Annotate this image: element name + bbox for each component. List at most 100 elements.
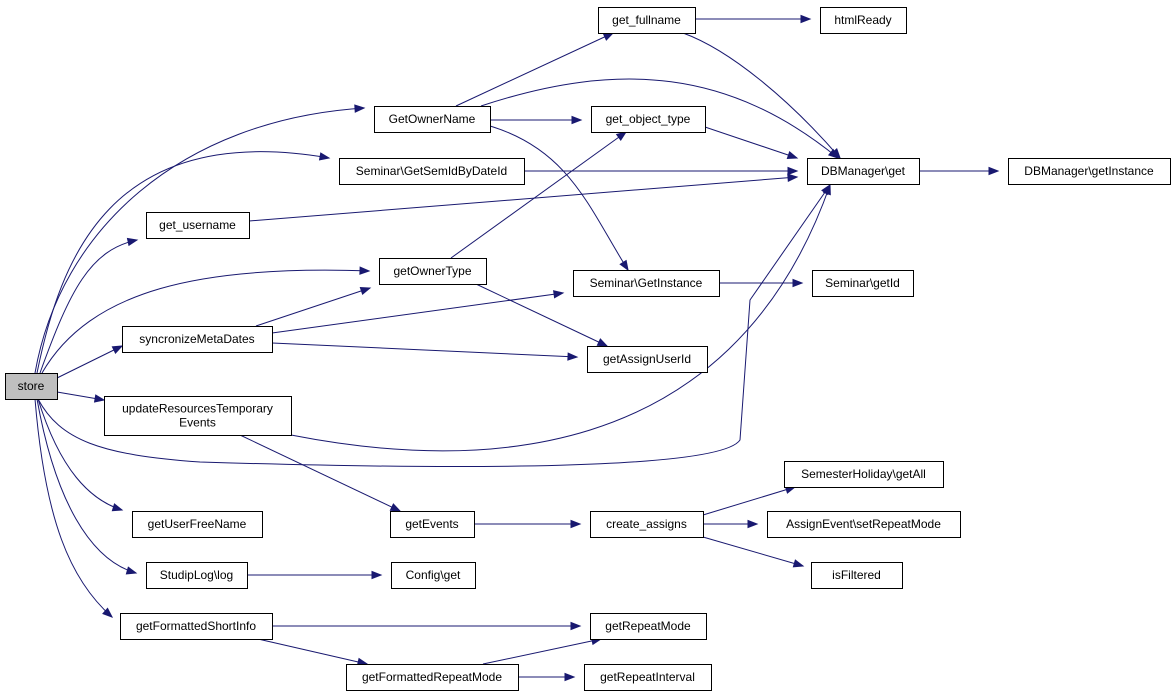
edge-syncmeta-to-getownertype xyxy=(255,286,372,327)
arrowhead xyxy=(570,621,582,631)
node-label: syncronizeMetaDates xyxy=(139,332,254,346)
node-box xyxy=(5,373,58,400)
node-htmlready[interactable]: htmlReady xyxy=(820,7,907,34)
arrowhead xyxy=(747,519,759,529)
arrowhead xyxy=(792,559,805,568)
edge-line xyxy=(702,536,804,567)
node-label: StudipLog\log xyxy=(160,568,233,582)
edge-syncmeta-to-getassign xyxy=(271,342,579,361)
node-studiplog[interactable]: StudipLog\log xyxy=(146,562,248,589)
edge-getformshort-to-getformrepeat xyxy=(257,638,369,667)
node-box xyxy=(132,511,263,538)
node-getevents[interactable]: getEvents xyxy=(390,511,475,538)
edge-getownername-to-get_fullname xyxy=(455,32,615,107)
node-getassign[interactable]: getAssignUserId xyxy=(587,346,708,373)
edge-line xyxy=(239,434,401,512)
node-label: getUserFreeName xyxy=(148,517,247,531)
node-configget[interactable]: Config\get xyxy=(391,562,476,589)
node-box xyxy=(811,562,903,589)
edge-getformshort-to-getrepeatmode xyxy=(272,621,582,631)
node-get_username[interactable]: get_username xyxy=(146,212,250,239)
edge-line xyxy=(34,398,113,618)
node-box xyxy=(104,396,292,436)
node-semhol[interactable]: SemesterHoliday\getAll xyxy=(784,461,944,488)
node-get_object_type[interactable]: get_object_type xyxy=(591,106,706,133)
node-box xyxy=(379,258,487,285)
node-label: Seminar\getId xyxy=(825,276,900,290)
edge-createassigns-to-semhol xyxy=(702,485,797,516)
node-store[interactable]: store xyxy=(5,373,58,400)
edge-getformrepeat-to-getrepeatmode xyxy=(482,636,603,665)
arrowhead xyxy=(786,150,799,159)
node-get_fullname[interactable]: get_fullname xyxy=(598,7,696,34)
node-box xyxy=(590,511,704,538)
node-label: DBManager\get xyxy=(821,164,906,178)
arrowhead xyxy=(830,148,841,160)
node-isfiltered[interactable]: isFiltered xyxy=(811,562,903,589)
node-getuserfree[interactable]: getUserFreeName xyxy=(132,511,263,538)
node-seminst[interactable]: Seminar\GetInstance xyxy=(573,270,720,297)
node-box xyxy=(120,613,273,640)
edge-line xyxy=(36,398,137,574)
node-dbget[interactable]: DBManager\get xyxy=(807,158,920,185)
node-box xyxy=(767,511,961,538)
node-label: create_assigns xyxy=(606,517,687,531)
node-dbinst[interactable]: DBManager\getInstance xyxy=(1008,158,1171,185)
edge-dbget-to-dbinst xyxy=(919,166,1000,176)
edge-line xyxy=(702,486,796,516)
node-createassigns[interactable]: create_assigns xyxy=(590,511,704,538)
edge-line xyxy=(257,638,368,665)
node-label: GetOwnerName xyxy=(389,112,476,126)
node-getformshort[interactable]: getFormattedShortInfo xyxy=(120,613,273,640)
node-label: getAssignUserId xyxy=(603,352,691,366)
node-assignrep[interactable]: AssignEvent\setRepeatMode xyxy=(767,511,961,538)
edge-store-to-getformshort xyxy=(34,398,114,618)
edge-store-to-semidbydate xyxy=(36,151,331,374)
node-label: getEvents xyxy=(405,517,458,531)
edge-line xyxy=(37,184,831,468)
arrowhead xyxy=(567,352,579,361)
edge-store-to-getuserfree xyxy=(37,398,124,512)
edge-line xyxy=(482,638,602,665)
edge-get_username-to-dbget xyxy=(248,173,799,222)
edge-line xyxy=(41,269,370,374)
edge-line xyxy=(455,32,614,107)
node-getrepeatmode[interactable]: getRepeatMode xyxy=(590,613,707,640)
edge-line xyxy=(489,125,629,271)
arrowhead xyxy=(570,519,582,529)
node-box xyxy=(146,212,250,239)
edge-studiplog-to-configget xyxy=(247,570,383,580)
node-syncmeta[interactable]: syncronizeMetaDates xyxy=(122,326,273,353)
node-getownertype[interactable]: getOwnerType xyxy=(379,258,487,285)
node-getownername[interactable]: GetOwnerName xyxy=(374,106,491,133)
arrowhead xyxy=(126,237,139,247)
node-label: Config\get xyxy=(406,568,461,582)
node-box xyxy=(146,562,248,589)
arrowhead xyxy=(125,566,138,575)
node-label: Events xyxy=(179,416,216,430)
node-label: AssignEvent\setRepeatMode xyxy=(786,517,941,531)
edge-line xyxy=(271,292,564,334)
edge-line xyxy=(271,342,578,358)
node-semgetid[interactable]: Seminar\getId xyxy=(812,270,914,297)
edge-updres-to-dbget xyxy=(290,183,831,452)
edge-store-to-get_username xyxy=(39,237,139,374)
edge-seminst-to-semgetid xyxy=(719,278,804,288)
node-getrepeatint[interactable]: getRepeatInterval xyxy=(584,664,712,691)
edge-get_object_type-to-dbget xyxy=(704,126,799,159)
edge-line xyxy=(450,131,627,259)
node-label: SemesterHoliday\getAll xyxy=(801,467,926,481)
edge-line xyxy=(56,345,123,379)
node-box xyxy=(390,511,475,538)
edge-store-to-getownertype xyxy=(41,266,371,374)
node-semidbydate[interactable]: Seminar\GetSemIdByDateId xyxy=(339,158,525,185)
node-box xyxy=(339,158,525,185)
node-label: DBManager\getInstance xyxy=(1024,164,1154,178)
arrowhead xyxy=(102,607,114,618)
node-getformrepeat[interactable]: getFormattedRepeatMode xyxy=(346,664,519,691)
edge-line xyxy=(475,283,608,347)
arrowhead xyxy=(571,115,583,125)
arrowhead xyxy=(318,152,331,161)
